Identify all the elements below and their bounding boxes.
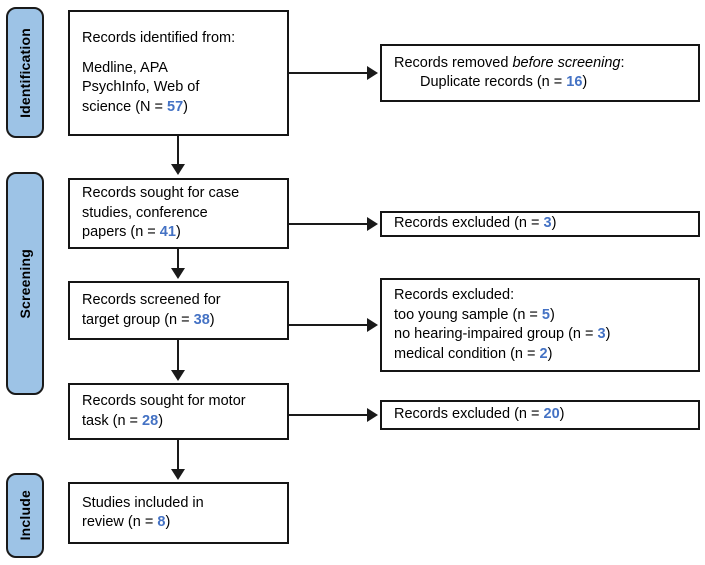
studies-included-line-2-pre: review (n = bbox=[82, 514, 158, 530]
box-records-screened-target-group: Records screened for target group (n = 3… bbox=[68, 281, 289, 340]
records-excluded-target-line-4: medical condition (n = 2) bbox=[394, 345, 686, 365]
box-records-excluded-motor-task: Records excluded (n = 20) bbox=[380, 400, 700, 430]
records-excluded-motor-line-1: Records excluded (n = 20) bbox=[394, 405, 686, 425]
arrowhead-sought-motor-to-included bbox=[171, 469, 185, 480]
records-identified-line-4-pre: science (N = bbox=[82, 98, 168, 115]
records-removed-line-1-post: : bbox=[620, 54, 625, 71]
records-removed-line-1: Records removed before screening: bbox=[394, 54, 686, 74]
no-hearing-impaired-post: ) bbox=[605, 326, 611, 342]
box-records-removed-before-screening: Records removed before screening: Duplic… bbox=[380, 44, 700, 102]
records-excluded-target-line-3: no hearing-impaired group (n = 3) bbox=[394, 325, 686, 345]
records-identified-line-1: Records identified from: bbox=[82, 30, 236, 46]
records-screened-count: 38 bbox=[193, 311, 210, 328]
box-records-excluded-target-group: Records excluded: too young sample (n = … bbox=[380, 278, 700, 372]
records-sought-motor-line-2-pre: task (n = bbox=[82, 412, 143, 429]
records-identified-count: 57 bbox=[167, 98, 184, 115]
records-removed-line-1-italic: before screening bbox=[512, 54, 621, 71]
connector-sought-case-to-excluded bbox=[289, 223, 369, 225]
studies-included-line-2: review (n = 8) bbox=[82, 513, 275, 533]
connector-screened-to-excluded bbox=[289, 324, 369, 326]
records-removed-line-1-pre: Records removed bbox=[394, 54, 513, 71]
records-sought-motor-line-1: Records sought for motor bbox=[82, 393, 246, 409]
records-sought-case-line-2: studies, conference bbox=[82, 204, 208, 221]
studies-included-line-1: Studies included in bbox=[82, 494, 204, 511]
connector-sought-motor-to-included bbox=[177, 440, 179, 471]
records-sought-case-line-3-post: ) bbox=[175, 224, 181, 241]
records-identified-line-2: Medline, APA bbox=[82, 59, 168, 76]
records-screened-line-2: target group (n = 38) bbox=[82, 311, 275, 331]
studies-included-line-2-post: ) bbox=[165, 514, 171, 530]
records-removed-line-2-pre: Duplicate records (n = bbox=[420, 74, 567, 90]
connector-screened-to-sought-motor bbox=[177, 340, 179, 372]
arrowhead-sought-motor-to-excluded bbox=[367, 408, 378, 422]
stage-identification: Identification bbox=[6, 7, 44, 138]
too-young-sample-count: 5 bbox=[541, 306, 550, 323]
records-excluded-case-line-1: Records excluded (n = 3) bbox=[394, 214, 686, 234]
arrowhead-screened-to-excluded bbox=[367, 318, 378, 332]
records-excluded-motor-line-1-pre: Records excluded (n = bbox=[394, 406, 544, 423]
records-identified-line-3: PsychInfo, Web of bbox=[82, 79, 200, 95]
box-records-identified: Records identified from: Medline, APA Ps… bbox=[68, 10, 289, 136]
records-excluded-case-line-1-post: ) bbox=[551, 215, 557, 232]
box-records-sought-case-studies: Records sought for case studies, confere… bbox=[68, 178, 289, 249]
connector-identified-to-sought-case bbox=[177, 136, 179, 167]
connector-sought-case-to-screened bbox=[177, 249, 179, 271]
records-removed-line-2-post: ) bbox=[582, 74, 588, 90]
arrowhead-identified-to-sought-case bbox=[171, 164, 185, 175]
connector-sought-motor-to-excluded bbox=[289, 414, 369, 416]
stage-include: Include bbox=[6, 473, 44, 558]
arrowhead-identified-to-removed bbox=[367, 66, 378, 80]
records-identified-line-4: science (N = 57) bbox=[82, 98, 275, 118]
no-hearing-impaired-pre: no hearing-impaired group (n = bbox=[394, 326, 598, 342]
records-excluded-motor-count: 20 bbox=[543, 406, 560, 423]
records-sought-case-line-3-pre: papers (n = bbox=[82, 224, 160, 241]
too-young-sample-post: ) bbox=[550, 306, 555, 323]
records-sought-motor-line-2-post: ) bbox=[158, 412, 164, 429]
records-identified-spacer bbox=[82, 49, 275, 59]
records-excluded-case-line-1-pre: Records excluded (n = bbox=[394, 215, 544, 232]
medical-condition-pre: medical condition (n = bbox=[394, 345, 540, 362]
records-identified-line-4-post: ) bbox=[183, 98, 189, 115]
medical-condition-count: 2 bbox=[539, 345, 548, 362]
records-sought-motor-line-2: task (n = 28) bbox=[82, 412, 275, 432]
records-screened-line-2-post: ) bbox=[209, 311, 215, 328]
records-sought-case-count: 41 bbox=[159, 224, 176, 241]
connector-identified-to-removed bbox=[289, 72, 369, 74]
too-young-sample-pre: too young sample (n = bbox=[394, 306, 542, 323]
records-screened-line-1: Records screened for bbox=[82, 292, 221, 308]
records-removed-line-2: Duplicate records (n = 16) bbox=[394, 73, 686, 93]
records-sought-motor-count: 28 bbox=[142, 412, 159, 429]
arrowhead-screened-to-sought-motor bbox=[171, 370, 185, 381]
records-excluded-case-count: 3 bbox=[543, 215, 552, 232]
no-hearing-impaired-count: 3 bbox=[597, 326, 606, 342]
box-records-excluded-case-studies: Records excluded (n = 3) bbox=[380, 211, 700, 237]
duplicate-records-count: 16 bbox=[566, 74, 583, 90]
records-sought-case-line-1: Records sought for case bbox=[82, 185, 240, 202]
medical-condition-post: ) bbox=[547, 345, 553, 362]
stage-include-label: Include bbox=[17, 490, 33, 541]
records-sought-case-line-3: papers (n = 41) bbox=[82, 223, 275, 243]
records-excluded-target-line-1: Records excluded: bbox=[394, 287, 515, 303]
stage-screening-label: Screening bbox=[17, 248, 33, 319]
stage-identification-label: Identification bbox=[17, 27, 33, 118]
box-records-sought-motor-task: Records sought for motor task (n = 28) bbox=[68, 383, 289, 440]
records-excluded-target-line-2: too young sample (n = 5) bbox=[394, 306, 686, 326]
stage-screening: Screening bbox=[6, 172, 44, 395]
arrowhead-sought-case-to-excluded bbox=[367, 217, 378, 231]
arrowhead-sought-case-to-screened bbox=[171, 268, 185, 279]
records-excluded-motor-line-1-post: ) bbox=[559, 406, 565, 423]
studies-included-count: 8 bbox=[157, 514, 166, 530]
records-screened-line-2-pre: target group (n = bbox=[82, 311, 194, 328]
box-studies-included: Studies included in review (n = 8) bbox=[68, 482, 289, 544]
